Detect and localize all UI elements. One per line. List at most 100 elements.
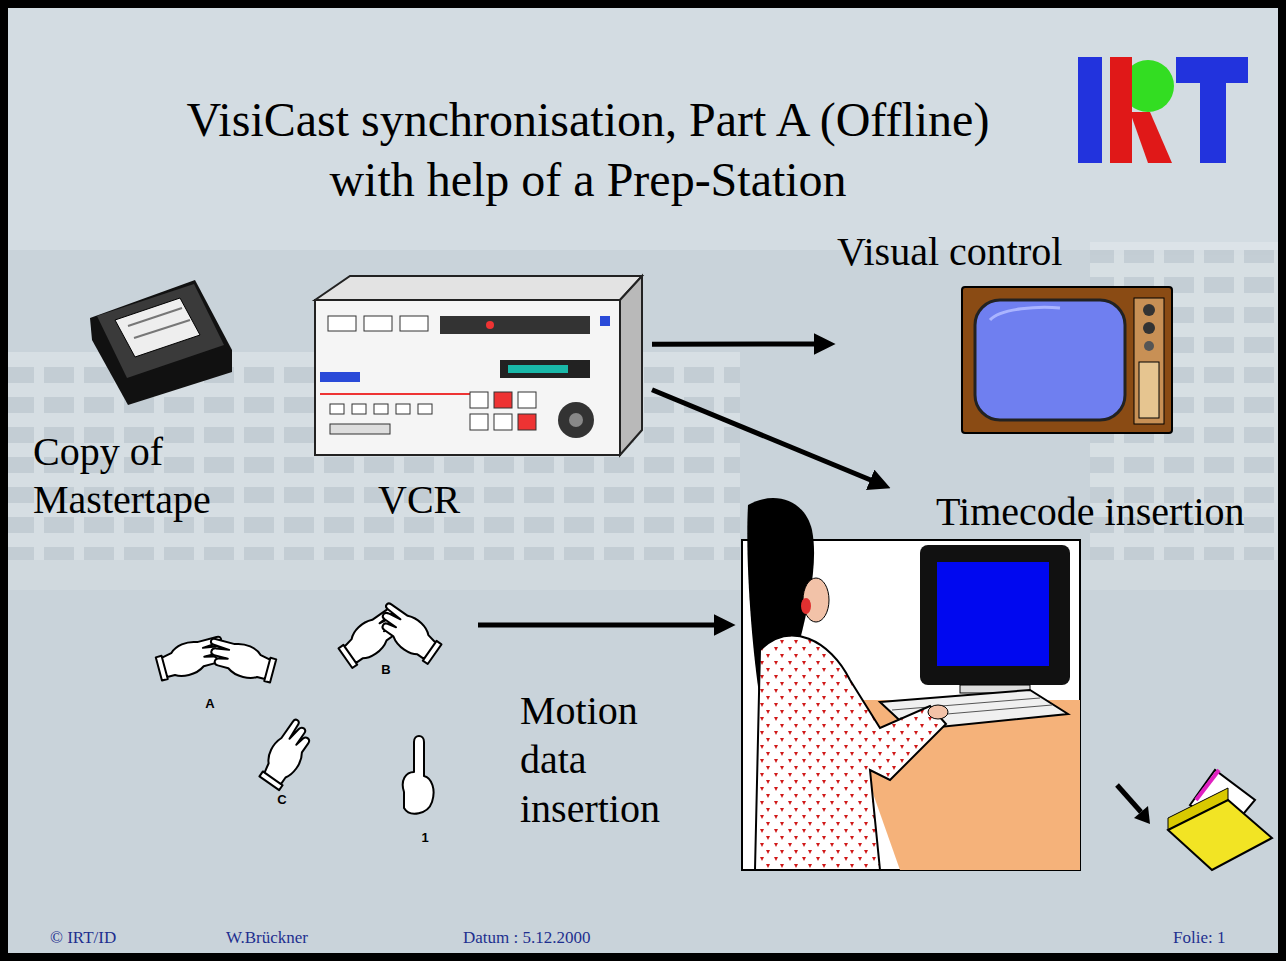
tv-set-part [1144,341,1154,351]
irt-logo-part [1110,57,1132,163]
vcr-device-part [320,393,470,395]
vcr-device [315,276,642,455]
workstation-illustration-part [920,545,1070,685]
vcr-device-part [330,424,390,434]
tape-cassette-part [90,280,232,405]
tv-set-part [1134,298,1164,424]
vcr-device-part [494,392,512,408]
workstation-illustration-part [801,598,811,614]
node-label: Visual control [837,228,1117,276]
vcr-device-part [470,392,488,408]
node-label: Timecode insertion [936,488,1270,536]
vcr-device-part [328,316,356,331]
tape-node: Copy of Mastertape [30,275,245,528]
vcr-device-part [470,414,488,430]
vcr-device-part [508,365,568,373]
vcr-device-part [558,402,594,438]
prep-station-node: Timecode insertion [735,488,1275,873]
flow-arrow [652,390,874,482]
vcr-device-part [418,404,432,414]
vcr-device-part [486,321,494,329]
workstation-illustration-part [937,562,1049,666]
footer-text: Folie: 1 [1173,926,1273,950]
text-holder: C [272,792,292,808]
footer-holder: W.Brückner [226,926,426,950]
building-watermark [0,242,1286,590]
tv-set-part [1139,362,1159,418]
slide-title: VisiCast synchronisation, Part A (Offlin… [158,90,1018,210]
vcr-device-part [330,404,344,414]
vcr-device-part [620,276,642,455]
hand-signs-part [254,717,319,791]
sign-letter: 1 [415,830,435,846]
sign-letter: B [376,662,396,678]
output-arrow-part [1134,806,1150,824]
node-label: Copy of Mastertape [33,428,238,524]
workstation-illustration-part [928,705,948,719]
vcr-device-part [500,360,590,378]
text-holder: 1 [415,830,435,846]
tv-set-part [1143,304,1155,316]
vcr-device-part [320,372,360,382]
printer-icon-part [1168,800,1272,870]
text-holder: B [376,662,396,678]
footer-text: Datum : 5.12.2000 [463,926,723,950]
vcr-device-part [600,316,610,326]
vcr-device-part [400,316,428,331]
tape-cassette-part [134,320,190,338]
footer-holder: Folie: 1 [1173,926,1273,950]
title-holder: VisiCast synchronisation, Part A (Offlin… [158,90,1018,210]
vcr-device-part [518,414,536,430]
hand-signs-part [403,736,434,814]
text-holder: Visual control [837,228,1117,276]
text-holder: Timecode insertion [936,488,1270,536]
irt-logo-part [1200,57,1226,163]
vcr-device-part [364,316,392,331]
vcr-device-part [518,392,536,408]
vcr-device-part [352,404,366,414]
node-label: VCR [378,476,488,524]
footer-holder: Datum : 5.12.2000 [463,926,723,950]
workstation-illustration-part [755,636,946,870]
irt-logo-part [1130,112,1172,163]
hand-signs-part [204,636,278,684]
vcr-device-part [440,316,590,334]
hand-signs [154,601,445,814]
edge-label: Motion data insertion [520,686,690,833]
building-watermark-part [1090,242,1286,250]
vcr-device-part [374,404,388,414]
irt-logo [1078,57,1248,163]
tv-set-part [962,287,1172,433]
vcr-device-part [315,300,620,455]
monitor-node: Visual control [835,228,1180,438]
vcr-device-part [494,414,512,430]
building-watermark-part [0,560,1286,590]
output-arrow-part [1117,785,1141,812]
flow-arrow [478,623,718,628]
flow-arrow [652,341,818,346]
text-holder: VCR [378,476,488,524]
footer-text: W.Brückner [226,926,426,950]
sign-letter: A [200,696,220,712]
sign-letter: C [272,792,292,808]
edge-label-holder: Motion data insertion [520,686,690,833]
vcr-node: VCR [312,272,652,528]
tape-cassette-part [128,308,182,326]
printer-icon [1168,770,1272,870]
text-holder: Copy of Mastertape [33,428,238,524]
hand-signs-part [371,601,445,666]
tv-set-part [990,307,1060,320]
workstation-illustration [742,498,1080,870]
slide-frame [4,4,1282,957]
slide-background-part [0,0,1286,250]
output-arrow [1117,785,1150,824]
tv-set-part [1143,322,1155,334]
text-holder: A [200,696,220,712]
tv-set [962,287,1172,433]
tape-cassette-part [115,298,200,357]
vcr-device-part [315,276,642,300]
